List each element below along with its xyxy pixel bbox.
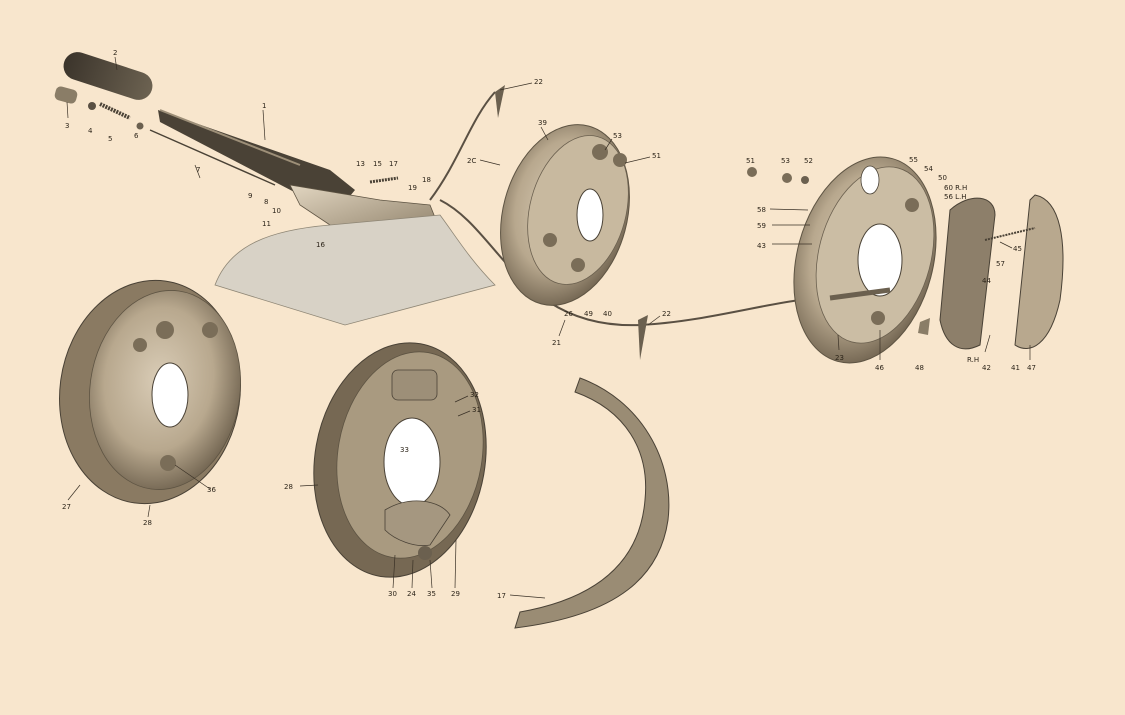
- label-21: 21: [552, 339, 561, 347]
- leader-lines: [66, 56, 1031, 599]
- brake-cable-upper: [429, 91, 496, 201]
- label-51b: 51: [746, 157, 755, 165]
- label-46: 46: [875, 364, 884, 372]
- label-35: 35: [427, 590, 436, 598]
- label-28b: 28: [284, 483, 293, 491]
- label-41: 41: [1011, 364, 1020, 372]
- brake-cable-lower: [439, 199, 801, 327]
- brake-shoe-lower: [514, 377, 670, 629]
- label-10: 10: [272, 207, 281, 215]
- label-19: 19: [408, 184, 417, 192]
- label-23: 23: [835, 354, 844, 362]
- label-8: 8: [264, 198, 268, 206]
- label-13: 13: [356, 160, 365, 168]
- label-2c: 2C: [467, 157, 476, 165]
- rear-backplate-left: [500, 124, 630, 306]
- label-59: 59: [757, 222, 766, 230]
- label-33: 33: [400, 446, 409, 454]
- label-27: 27: [62, 503, 71, 511]
- label-4: 4: [88, 127, 93, 135]
- tunnel-cover: [214, 214, 496, 326]
- label-22b: 22: [662, 310, 671, 318]
- label-30: 30: [388, 590, 397, 598]
- label-11: 11: [262, 220, 271, 228]
- label-17a: 17: [389, 160, 398, 168]
- label-55: 55: [909, 156, 918, 164]
- label-47: 47: [1027, 364, 1036, 372]
- label-49: 49: [584, 310, 593, 318]
- label-29: 29: [451, 590, 460, 598]
- rear-backplate-right: [747, 156, 937, 364]
- label-5: 5: [108, 135, 112, 143]
- label-16: 16: [316, 241, 325, 249]
- label-52: 52: [804, 157, 813, 165]
- label-26: 26: [564, 310, 573, 318]
- label-54: 54: [924, 165, 933, 173]
- label-rh: R.H: [967, 356, 979, 364]
- label-57: 57: [996, 260, 1005, 268]
- brake-drum-middle: [313, 342, 487, 578]
- label-2: 2: [113, 49, 117, 57]
- label-51a: 51: [652, 152, 661, 160]
- label-60rh: 60 R.H: [944, 184, 967, 192]
- label-45: 45: [1013, 245, 1022, 253]
- label-53b: 53: [781, 157, 790, 165]
- label-17b: 17: [497, 592, 506, 600]
- label-43: 43: [757, 242, 766, 250]
- label-42: 42: [982, 364, 991, 372]
- label-22a: 22: [534, 78, 543, 86]
- label-48: 48: [915, 364, 924, 372]
- brake-shoes-right: [939, 194, 1064, 350]
- label-18: 18: [422, 176, 431, 184]
- brake-drum-left: [59, 279, 241, 505]
- label-28a: 28: [143, 519, 152, 527]
- part-labels: 1 2 3 4 5 6 7 8 9 10 11 13 15 16 17 18 1…: [62, 49, 1036, 600]
- label-40: 40: [603, 310, 612, 318]
- label-56lh: 56 L.H: [944, 193, 967, 201]
- label-50: 50: [938, 174, 947, 182]
- label-36: 36: [207, 486, 216, 494]
- label-3: 3: [65, 122, 69, 130]
- label-44: 44: [982, 277, 991, 285]
- label-53a: 53: [613, 132, 622, 140]
- label-58: 58: [757, 206, 766, 214]
- label-9: 9: [248, 192, 252, 200]
- label-39: 39: [538, 119, 547, 127]
- label-31: 31: [472, 406, 481, 414]
- label-1: 1: [262, 102, 266, 110]
- label-32: 32: [470, 391, 479, 399]
- label-15: 15: [373, 160, 382, 168]
- label-24: 24: [407, 590, 416, 598]
- label-6: 6: [134, 132, 139, 140]
- label-7: 7: [196, 166, 200, 174]
